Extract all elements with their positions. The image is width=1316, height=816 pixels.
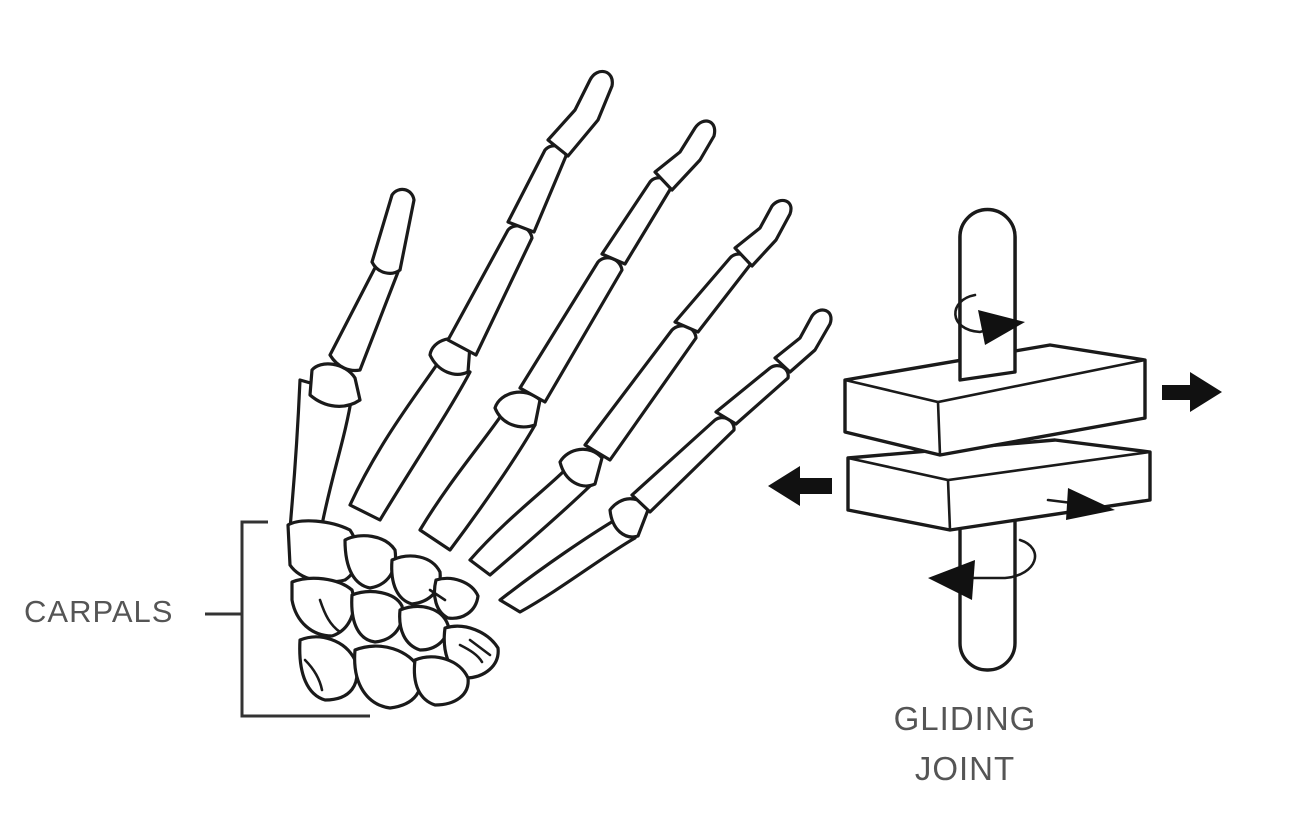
hand-skeleton (205, 69, 833, 718)
lower-block-arrow-icon (1046, 488, 1115, 520)
carpals-bracket (205, 520, 370, 718)
top-rod-front (958, 207, 1017, 382)
top-rotation-arrow (954, 293, 1025, 345)
lower-block (846, 438, 1152, 532)
thumb-bones (288, 187, 416, 537)
upper-block (843, 343, 1147, 457)
gliding-label-line2: JOINT (914, 750, 1016, 787)
gliding-label-line1: GLIDING (893, 700, 1037, 737)
left-arrow-icon (768, 466, 832, 506)
little-finger-bones (498, 308, 833, 614)
bottom-rotation-arrow (928, 538, 1037, 600)
gliding-joint-model (768, 207, 1222, 672)
index-finger-bones (348, 69, 614, 522)
right-arrow-icon (1162, 372, 1222, 412)
middle-finger-bones (418, 119, 717, 552)
gliding-joint-label: GLIDING JOINT (870, 694, 1060, 794)
carpal-bones (286, 519, 500, 710)
ring-finger-bones (468, 198, 793, 577)
carpals-label: CARPALS (24, 594, 174, 629)
